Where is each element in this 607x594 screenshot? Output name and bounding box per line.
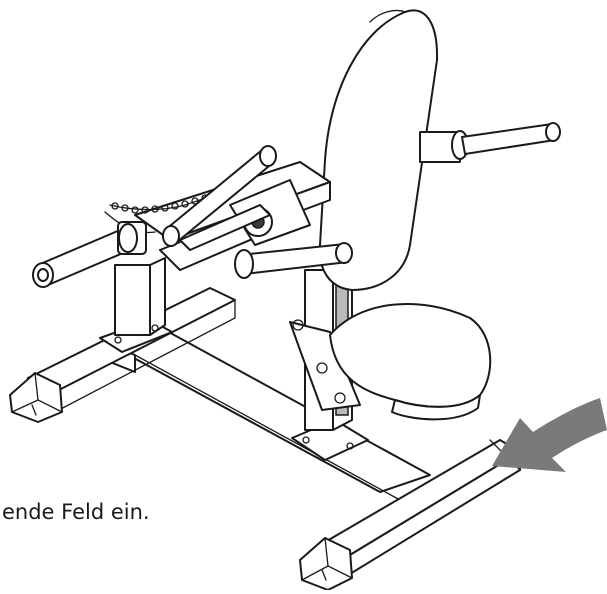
curved-arrow-icon — [492, 398, 607, 472]
right-front-roller — [234, 242, 353, 279]
upper-pad-roller — [162, 145, 277, 247]
caption-text: ende Feld ein. — [2, 500, 150, 524]
lever-arm — [134, 161, 331, 271]
back-rest — [318, 9, 439, 291]
right-foot-cap — [299, 537, 353, 591]
seat-cushion — [329, 303, 492, 421]
left-upright — [99, 257, 173, 353]
left-front-roller — [32, 221, 147, 288]
rear-roller — [419, 122, 561, 163]
left-foot-cap — [9, 372, 63, 423]
